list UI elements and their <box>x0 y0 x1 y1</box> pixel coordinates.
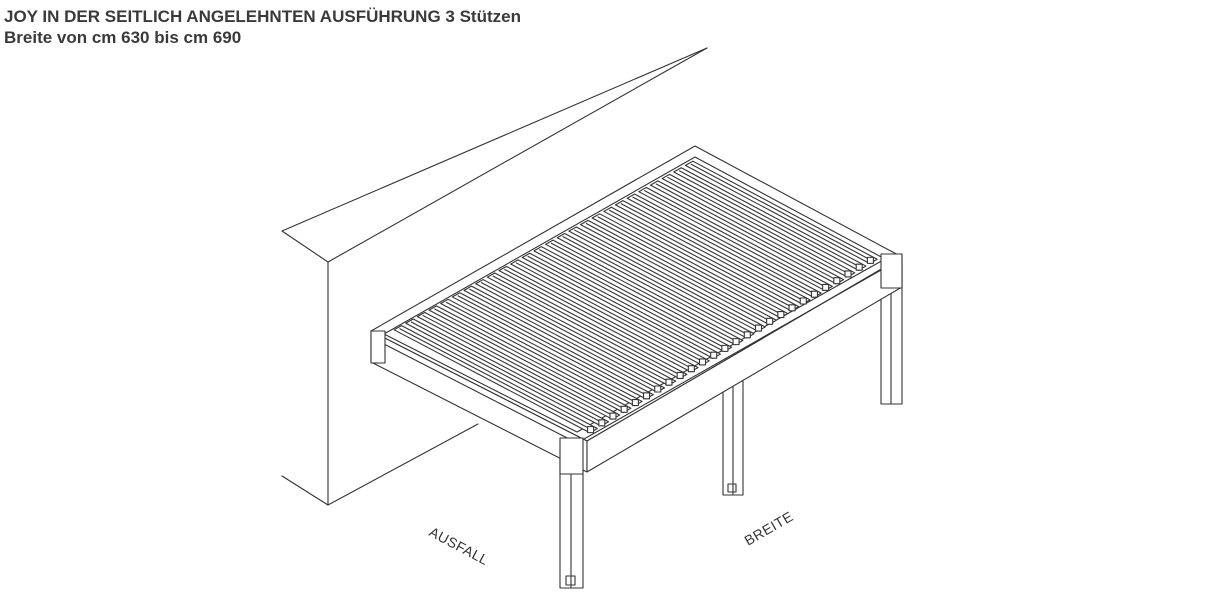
louvre-slat-edge <box>678 170 861 268</box>
louvre-end-cap <box>777 310 785 319</box>
louvre-end-cap <box>810 290 818 298</box>
louvre-slat-edge <box>492 275 682 377</box>
louvre-slat-edge <box>562 236 749 336</box>
frame-front-beam-groove <box>383 343 578 444</box>
corner-post-cap-left <box>370 330 386 364</box>
louvre-slat-edge <box>469 288 660 390</box>
louvre-slat-edge <box>609 209 794 309</box>
corner-post-cap-front <box>559 437 584 475</box>
louvre-end-cap <box>799 297 807 305</box>
louvre-slat-edge <box>597 216 783 316</box>
louvre-slat-edge <box>515 262 705 363</box>
louvre-slat-edge <box>422 315 615 417</box>
louvre-end-cap <box>732 338 740 346</box>
louvre-slat-edge <box>667 176 850 275</box>
louvre-end-cap <box>710 351 718 359</box>
louvre-slat-edge <box>632 196 816 295</box>
post-front <box>559 442 584 589</box>
louvre-slat-edge <box>445 301 637 404</box>
louvre-end-cap <box>643 392 651 400</box>
louvre-slat-edge <box>574 229 761 329</box>
louvre-end-cap <box>743 331 751 339</box>
louvre-slat-edge <box>410 321 604 424</box>
frame-side-beam-groove <box>576 264 891 444</box>
wall <box>281 47 708 506</box>
louvre-end-cap <box>676 371 684 380</box>
louvre-end-cap <box>654 385 662 393</box>
louvre-end-cap <box>844 270 852 278</box>
louvre-end-cap <box>587 426 595 434</box>
wall-front-edge <box>327 47 708 263</box>
wall-top-edge <box>281 47 708 232</box>
louvre-slat-edge <box>585 222 772 322</box>
louvre-end-cap <box>833 277 841 285</box>
louvre-end-cap <box>766 317 774 325</box>
width-label: BREITE <box>742 508 796 549</box>
louvre-end-cap <box>754 324 763 332</box>
wall-bottom-edge <box>327 423 479 506</box>
depth-label: AUSFALL <box>427 524 492 569</box>
louvre-slat-edge <box>434 308 626 410</box>
louvre-slat-edge <box>457 295 649 397</box>
page-subtitle: Breite von cm 630 bis cm 690 <box>4 28 242 47</box>
louvre-end-cap <box>620 405 628 413</box>
louvre-end-cap <box>598 419 606 427</box>
louvre-end-cap <box>665 378 673 386</box>
louvre-slat-edge <box>480 282 671 383</box>
page-title: JOY IN DER SEITLICH ANGELEHNTEN AUSFÜHRU… <box>4 7 521 26</box>
louvre-end-cap <box>822 283 830 292</box>
louvre-slat-edge <box>655 183 839 282</box>
louvres <box>393 160 878 434</box>
louvre-end-cap <box>609 412 617 420</box>
louvre-end-cap <box>788 304 796 312</box>
louvre-slat-edge <box>644 190 828 289</box>
louvre-slat-edge <box>399 328 593 431</box>
louvre-slat-edge <box>620 203 805 302</box>
louvre-slat-edge <box>550 242 738 343</box>
louvre-slat-edge <box>690 163 872 261</box>
louvre-end-cap <box>687 365 695 373</box>
louvre-end-cap <box>631 398 639 407</box>
corner-post-cap-right <box>880 253 903 289</box>
wall-end-face <box>281 230 329 506</box>
louvre-slat-edge <box>504 268 693 370</box>
louvre-end-cap <box>866 256 874 264</box>
louvre-slat-edge <box>539 249 727 349</box>
louvre-end-cap <box>698 358 707 366</box>
louvre-slat-edge <box>527 255 716 356</box>
louvre-end-cap <box>855 263 863 271</box>
title-block: JOY IN DER SEITLICH ANGELEHNTEN AUSFÜHRU… <box>4 6 521 48</box>
louvre-end-cap <box>721 344 729 352</box>
